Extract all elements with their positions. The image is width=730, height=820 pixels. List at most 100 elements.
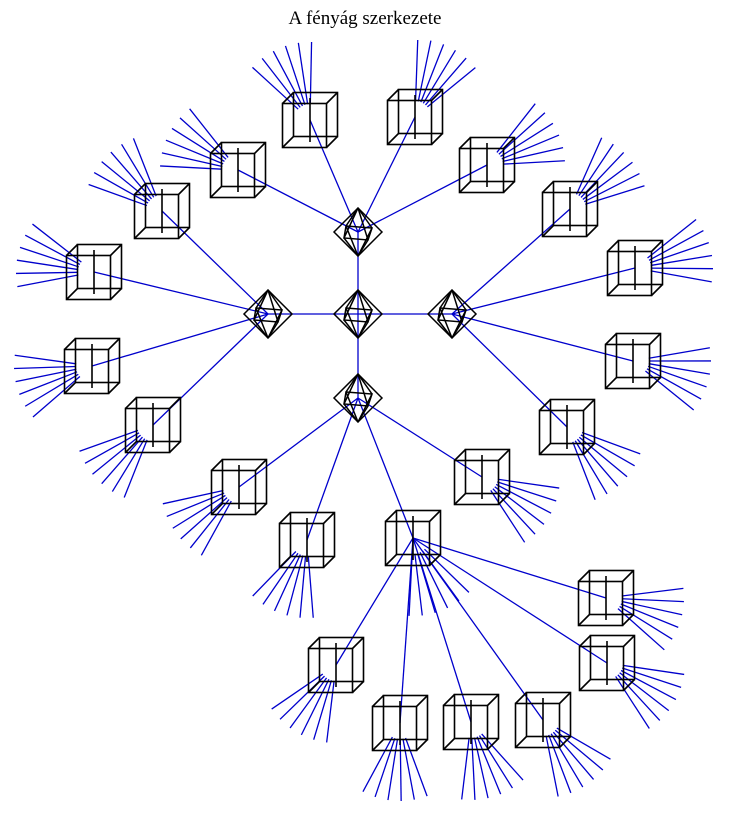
cube-edge [63, 381, 77, 395]
ray-line [399, 738, 402, 802]
cube-edge [63, 337, 77, 351]
cube-back-face [135, 396, 182, 443]
cube-edge [124, 396, 138, 410]
ring-octahedron-node [332, 206, 384, 258]
ray-line [273, 554, 301, 612]
cube-front-face [514, 702, 561, 749]
cube-edge [107, 381, 121, 395]
ray-line [161, 152, 223, 168]
cube-front-face [606, 250, 653, 297]
ray-line [111, 438, 146, 492]
ray-line [556, 727, 611, 760]
ray-line [621, 600, 683, 616]
ray-line [179, 117, 227, 160]
cube-node [458, 136, 516, 194]
cube-back-face [552, 180, 599, 227]
ray-line [166, 492, 225, 518]
octahedron-edge [253, 319, 269, 339]
ray-line [619, 605, 673, 640]
cube-edge [281, 135, 295, 149]
cube-node [210, 458, 268, 516]
ray-line [426, 67, 476, 108]
ray-line [471, 737, 476, 800]
cube-node [514, 691, 572, 749]
ray-line [300, 679, 330, 736]
ray-line [172, 494, 226, 529]
cube-back-face [469, 136, 516, 183]
cube-edge [585, 180, 599, 194]
cube-edge [415, 694, 429, 708]
cube-edge [428, 509, 442, 523]
cube-node [541, 180, 599, 238]
cube-front-face [307, 647, 354, 694]
ray-lines [14, 39, 714, 802]
ray-line [404, 737, 428, 797]
branch-edge [412, 537, 607, 599]
cube-edge [133, 182, 147, 196]
cube-back-face [615, 332, 662, 379]
branch-edge [357, 164, 488, 233]
cube-front-face [604, 343, 651, 390]
octahedron-edge [451, 321, 463, 339]
ray-line [647, 365, 707, 388]
branch-edge [309, 119, 359, 233]
cube-edge [351, 636, 365, 650]
ray-line [550, 733, 584, 788]
cube-back-face [395, 509, 442, 556]
ray-line [495, 483, 552, 514]
octahedron-edge [357, 289, 369, 323]
cube-edge [386, 88, 400, 102]
cube-front-face [453, 459, 500, 506]
cube-edge [648, 332, 662, 346]
ray-line [200, 500, 232, 556]
octahedron-edge [451, 289, 467, 311]
octahedron-edge [343, 289, 359, 321]
cube-front-face [63, 348, 110, 395]
cube-edge [209, 185, 223, 199]
ray-line [180, 497, 228, 540]
branch-edge [306, 397, 359, 541]
ray-line [496, 103, 536, 153]
cube-edge [648, 376, 662, 390]
ray-line [408, 553, 413, 616]
ray-line [101, 436, 143, 485]
cube-back-face [144, 182, 191, 229]
cube-edge [322, 555, 336, 569]
octahedron-edge [267, 289, 279, 323]
ray-line [272, 50, 304, 107]
cube-edge [307, 636, 321, 650]
octahedron-edge [437, 289, 453, 321]
cube-node [442, 693, 500, 751]
ray-line [160, 165, 223, 170]
cube-edge [307, 680, 321, 694]
cube-node [63, 337, 121, 395]
ray-line [362, 736, 393, 792]
cube-back-face [525, 691, 572, 738]
cube-edge [453, 492, 467, 506]
ray-line [374, 737, 396, 798]
ray-line [581, 431, 641, 455]
cube-edge [606, 283, 620, 297]
ring-octahedron-node [426, 288, 478, 340]
cube-edge [430, 88, 444, 102]
branch-edge [237, 169, 359, 233]
cube-edge [578, 678, 592, 692]
ray-line [620, 603, 679, 628]
ray-line [189, 499, 230, 549]
cube-edge [210, 502, 224, 516]
cube-edge [538, 398, 552, 412]
ray-line [650, 254, 713, 267]
cube-edge [209, 141, 223, 155]
cube-back-face [74, 337, 121, 384]
cube-edge [622, 678, 636, 692]
cube-node [133, 182, 191, 240]
ray-line [84, 432, 140, 464]
cube-back-face [617, 239, 664, 286]
ray-line [414, 553, 423, 616]
ray-line [402, 738, 415, 800]
cube-edge [281, 91, 295, 105]
octahedron-edge [253, 289, 269, 321]
octahedron-edge [357, 207, 373, 229]
cube-edge [622, 634, 636, 648]
cube-back-face [588, 569, 635, 616]
